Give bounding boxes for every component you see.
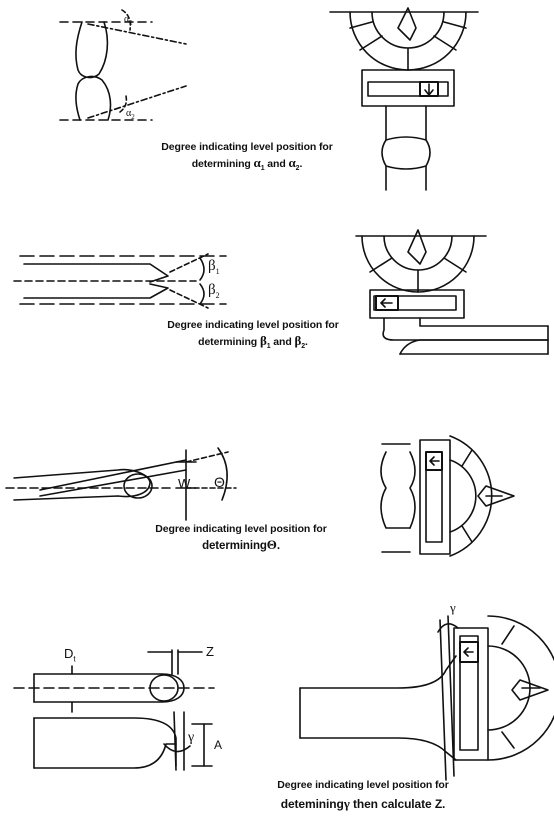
fig1-gauge-dial — [329, 7, 479, 191]
fig3-w-label: W — [178, 476, 191, 491]
fig4-z-label: Z — [206, 644, 214, 659]
fig1-alpha1-sub: 1 — [129, 19, 133, 27]
fig4-caption-line2: deteminingγ then calculate Z. — [280, 796, 446, 811]
fig2-caption-line2: determining β1 and β2. — [198, 333, 308, 351]
fig1-alpha2-sub: 2 — [131, 113, 135, 121]
fig4-dt-label: Dt — [64, 646, 76, 664]
fig2-gauge-dial — [355, 229, 549, 355]
fig3-gauge-dial — [380, 435, 515, 557]
fig1-caption: Degree indicating level position for det… — [138, 140, 356, 176]
fig1-alpha1-symbol: α — [124, 14, 130, 25]
fig3-caption-line2: determiningΘ. — [202, 537, 280, 552]
fig3-caption: Degree indicating level position for det… — [118, 522, 364, 554]
fig2-electrodes-diagram — [13, 253, 227, 309]
fig4-caption: Degree indicating level position for det… — [232, 778, 494, 812]
fig3-rod-diagram — [5, 447, 237, 521]
fig2-caption: Degree indicating level position for det… — [138, 318, 368, 354]
fig3-theta-label: Θ — [214, 474, 225, 490]
fig4-rod-diagram — [13, 649, 215, 771]
fig2-caption-line1: Degree indicating level position for — [167, 319, 339, 331]
fig1-caption-line1: Degree indicating level position for — [161, 141, 333, 153]
fig4-a-label: A — [214, 738, 223, 752]
fig1-alpha2-label: α2 — [126, 108, 135, 121]
fig2-beta1-label: β1 — [208, 258, 220, 276]
fig1-caption-line2: determining α1 and α2. — [191, 155, 303, 173]
fig4-gamma-top-label: γ — [450, 600, 456, 615]
fig1-electrodes-diagram — [59, 9, 187, 121]
fig3-caption-line1: Degree indicating level position for — [155, 523, 327, 535]
fig4-gamma-label: γ — [188, 730, 195, 745]
fig1-alpha2-symbol: α — [126, 108, 132, 119]
fig2-beta2-label: β2 — [208, 282, 220, 300]
fig4-gauge-dial — [299, 615, 554, 781]
fig4-caption-line1: Degree indicating level position for — [277, 779, 449, 791]
fig1-alpha1-label: α1 — [124, 14, 133, 27]
